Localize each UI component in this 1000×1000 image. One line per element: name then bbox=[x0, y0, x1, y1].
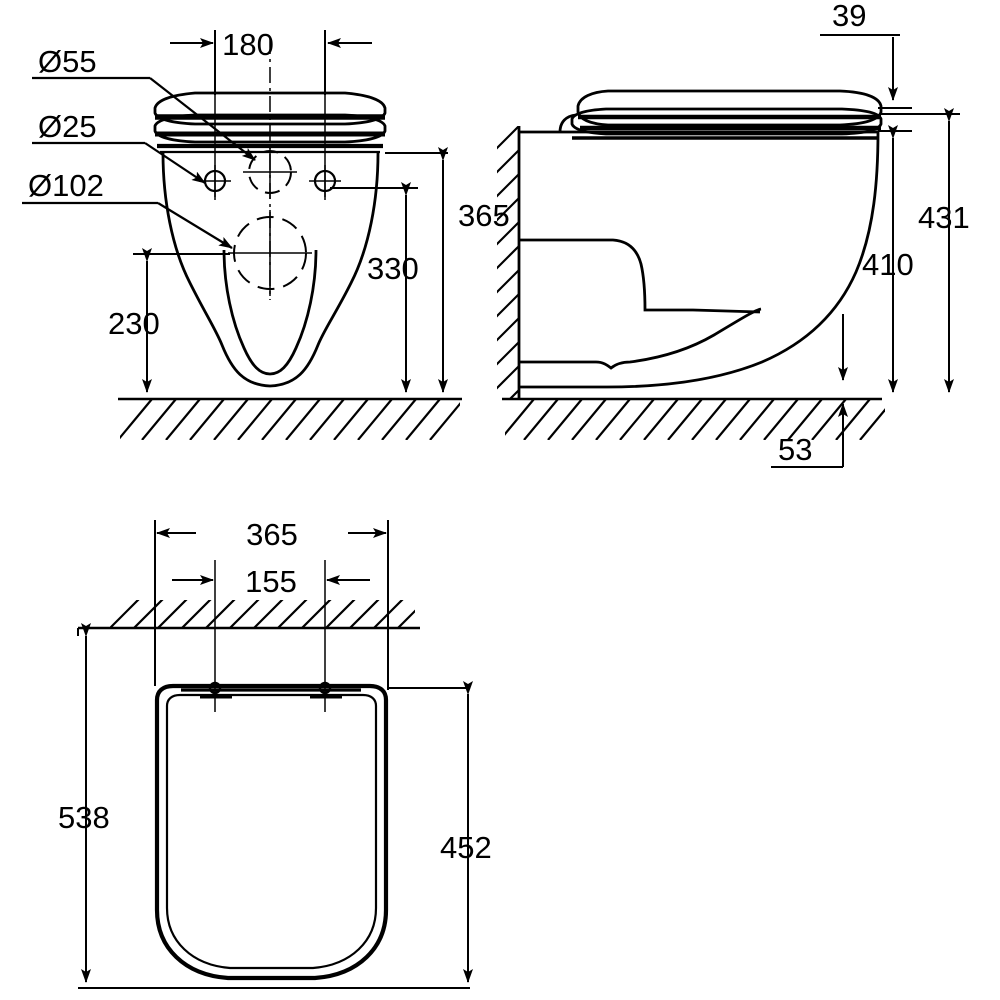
dim-365-plan-label: 365 bbox=[246, 517, 298, 552]
side-view-body-outline bbox=[519, 130, 880, 389]
plan-view-extension-lines bbox=[77, 520, 470, 989]
plan-view: 365 155 538 452 bbox=[58, 517, 492, 989]
side-view-floor bbox=[502, 397, 885, 440]
dim-538-label: 538 bbox=[58, 800, 110, 835]
dim-410 bbox=[878, 125, 912, 393]
dim-180-label: 180 bbox=[222, 27, 274, 62]
dim-330 bbox=[330, 182, 418, 393]
front-view-floor bbox=[118, 397, 462, 440]
dia-25-hole-right bbox=[309, 165, 341, 197]
side-view: 39 410 431 53 bbox=[497, 0, 970, 468]
dim-230-label: 230 bbox=[108, 306, 160, 341]
dia-55-circle bbox=[243, 145, 297, 199]
dim-39 bbox=[820, 34, 912, 109]
dim-452-label: 452 bbox=[440, 830, 492, 865]
dia-55-label: Ø55 bbox=[38, 44, 97, 79]
dim-53-label: 53 bbox=[778, 432, 812, 467]
side-view-wall bbox=[497, 126, 521, 399]
dim-365 bbox=[385, 147, 448, 393]
dim-431 bbox=[881, 108, 960, 393]
front-view: 180 365 330 230 bbox=[22, 27, 510, 440]
dim-230 bbox=[133, 248, 230, 393]
dim-330-label: 330 bbox=[367, 251, 419, 286]
dim-39-label: 39 bbox=[832, 0, 866, 33]
dia-102-label: Ø102 bbox=[28, 168, 104, 203]
plan-view-bolt-axes bbox=[214, 560, 326, 712]
side-view-seat-lid bbox=[558, 89, 883, 140]
dia-102-leader bbox=[22, 201, 233, 249]
dim-155-label: 155 bbox=[245, 564, 297, 599]
front-view-bowl-outline bbox=[161, 152, 380, 388]
plan-view-seat-outline bbox=[154, 683, 389, 981]
dia-25-leader bbox=[32, 141, 206, 184]
plan-view-wall bbox=[78, 600, 420, 630]
dia-25-label: Ø25 bbox=[38, 109, 97, 144]
dia-102-circle bbox=[228, 210, 312, 296]
dim-53 bbox=[771, 314, 848, 468]
dim-410-label: 410 bbox=[862, 247, 914, 282]
dim-180 bbox=[170, 30, 372, 95]
dim-431-label: 431 bbox=[918, 200, 970, 235]
dia-55-leader bbox=[32, 76, 256, 161]
